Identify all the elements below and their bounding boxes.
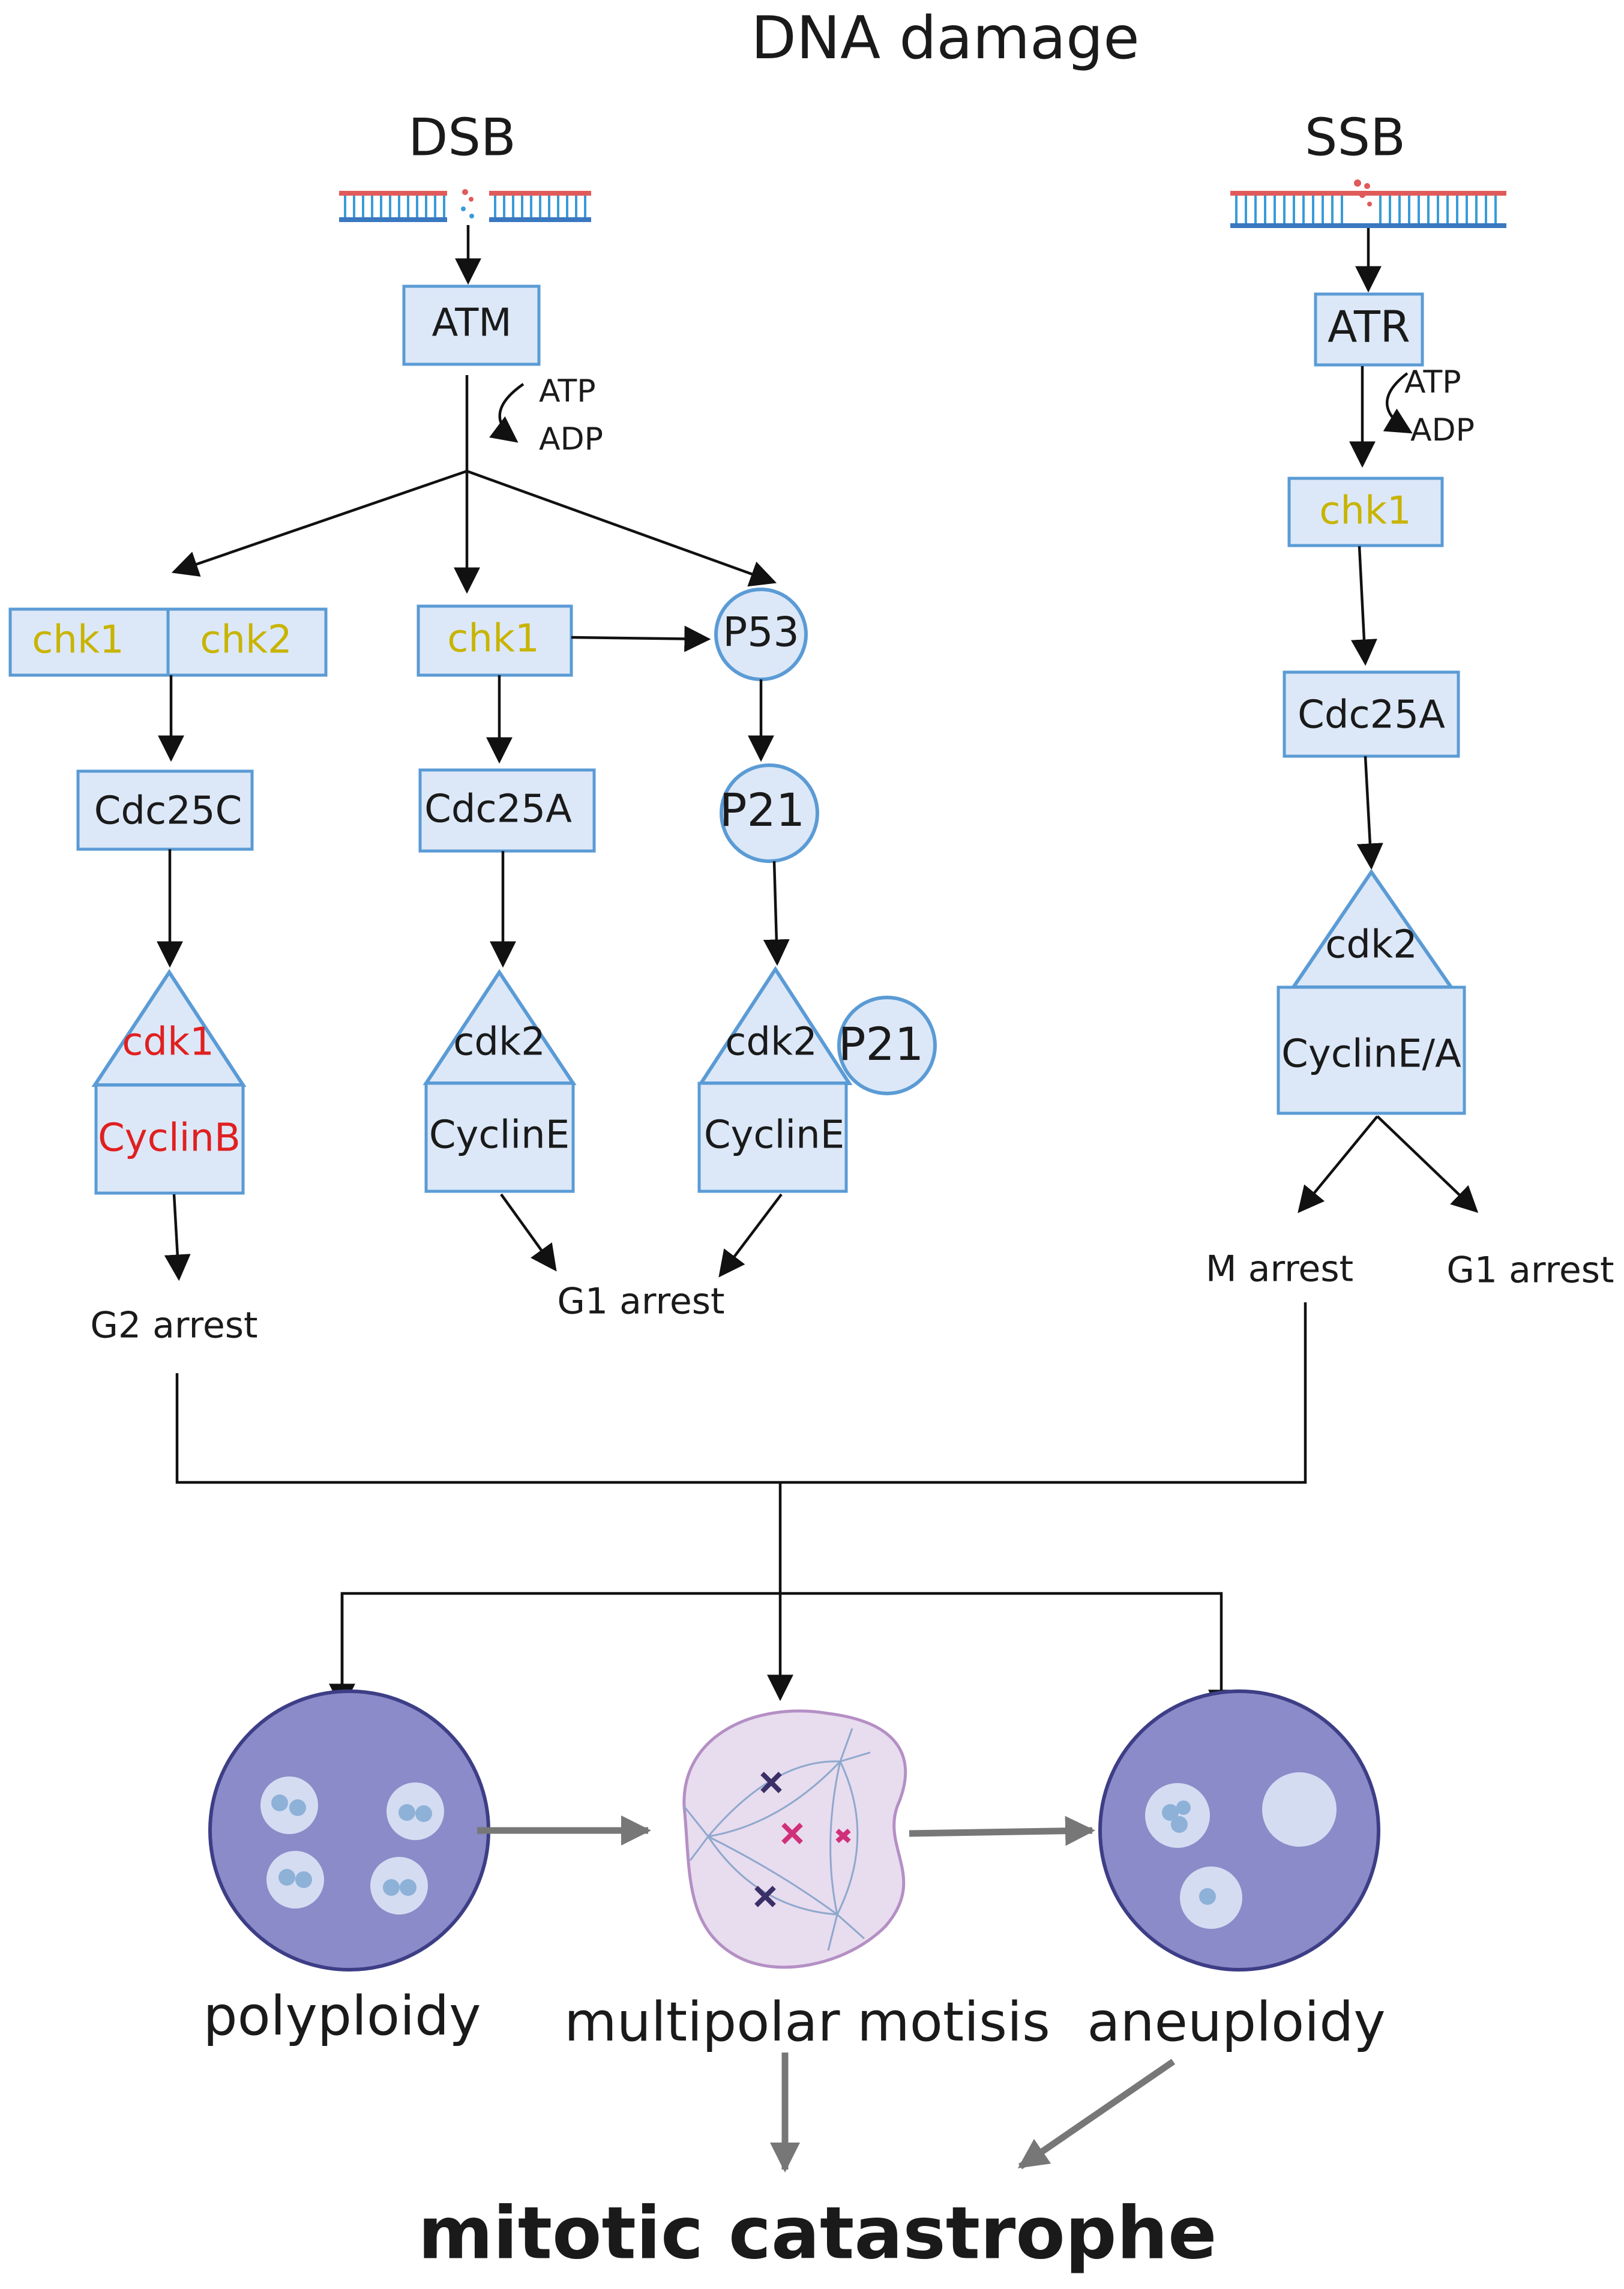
chromosome-icon	[754, 1772, 851, 1907]
cdk2-label-middle: cdk2	[453, 1020, 546, 1065]
dsb-label: DSB	[408, 107, 516, 167]
cyclinea-box	[1277, 985, 1466, 1115]
ssb-adp-label: ADP	[1410, 412, 1475, 448]
cdc25c-label: Cdc25C	[94, 789, 242, 834]
cyclinea-label: CyclinE/A	[1281, 1032, 1461, 1077]
nucleus-icon	[386, 1782, 444, 1840]
atr-label: ATR	[1328, 302, 1410, 352]
cdc25a-box-middle	[418, 768, 596, 853]
p21-bound-circle	[837, 996, 937, 1095]
ssb-atp-label: ATP	[1404, 364, 1461, 400]
atm-label: ATM	[432, 301, 511, 346]
ssb-dna-nick-icon	[1230, 179, 1506, 228]
cdk1-label: cdk1	[122, 1020, 214, 1065]
mitotic-catastrophe-label: mitotic catastrophe	[418, 2192, 1217, 2276]
multipolar-mitosis-cell	[682, 1709, 907, 1969]
diagram-title: DNA damage	[751, 4, 1139, 73]
chk2-box	[166, 607, 328, 677]
cdc25c-box	[76, 769, 254, 851]
cdk2-label-right: cdk2	[725, 1020, 817, 1065]
chk1-label-ssb: chk1	[1319, 489, 1412, 534]
cycline-label-middle: CyclinE	[429, 1113, 570, 1158]
p53-label: P53	[723, 609, 799, 657]
g1-arrest-label-ssb: G1 arrest	[1446, 1250, 1614, 1292]
chk1-box-ssb	[1287, 477, 1444, 547]
nucleus-icon	[260, 1776, 318, 1834]
dsb-atp-label: ATP	[539, 373, 596, 409]
chk1-box-middle	[417, 604, 573, 677]
nucleus-icon	[370, 1857, 428, 1915]
nucleus-icon	[1145, 1783, 1210, 1848]
multipolar-mitosis-label: multipolar motisis	[564, 1991, 1050, 2054]
nucleus-icon	[266, 1851, 324, 1909]
polyploidy-cell	[208, 1689, 490, 1972]
atm-box	[402, 284, 541, 366]
dsb-dna-break-icon	[339, 189, 591, 222]
cycline-label-right: CyclinE	[704, 1113, 844, 1158]
aneuploidy-label: aneuploidy	[1087, 1991, 1385, 2054]
nucleus-icon	[1180, 1866, 1242, 1929]
g2-arrest-label: G2 arrest	[90, 1305, 257, 1347]
polyploidy-label: polyploidy	[203, 1985, 481, 2048]
cdc25a-label-middle: Cdc25A	[424, 787, 572, 832]
p21-bound-label: P21	[838, 1017, 924, 1071]
cdc25a-box-ssb	[1283, 670, 1460, 758]
atr-box	[1314, 292, 1424, 367]
nucleus-icon	[1262, 1772, 1337, 1847]
ssb-label: SSB	[1305, 107, 1406, 167]
cdk2-label-ssb: cdk2	[1325, 923, 1418, 967]
p21-label: P21	[720, 783, 805, 837]
cycline-box-right	[697, 1081, 848, 1193]
chk2-label: chk2	[200, 618, 292, 663]
cyclinb-box	[94, 1083, 245, 1195]
chk1-label-left: chk1	[32, 618, 124, 663]
cdc25a-label-ssb: Cdc25A	[1298, 693, 1445, 738]
cycline-box-middle	[424, 1081, 575, 1193]
m-arrest-label: M arrest	[1206, 1248, 1353, 1290]
dsb-adp-label: ADP	[539, 421, 603, 457]
chk1-box-left	[8, 607, 170, 677]
g1-arrest-label-dsb: G1 arrest	[557, 1281, 724, 1323]
cyclinb-label: CyclinB	[98, 1116, 241, 1161]
chk1-label-middle: chk1	[447, 617, 540, 661]
p21-circle	[720, 763, 819, 863]
aneuploidy-cell	[1098, 1689, 1380, 1972]
